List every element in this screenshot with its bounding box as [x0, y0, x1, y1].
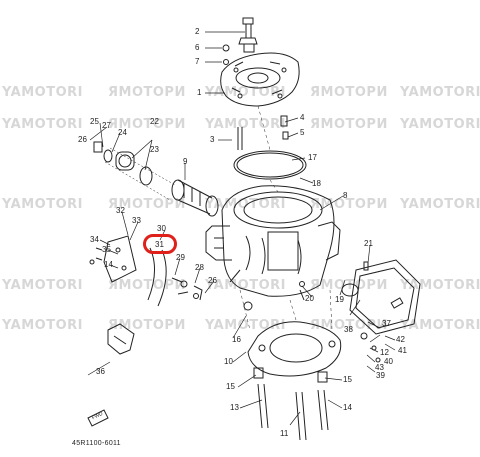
callout-19: 19 — [335, 295, 344, 304]
callout-34: 34 — [90, 235, 99, 244]
callout-16: 16 — [232, 335, 241, 344]
side-cover — [341, 259, 421, 363]
cylinder-head — [220, 52, 300, 107]
watermark: YAMOTORI — [2, 318, 83, 333]
watermark: YAMOTORI — [205, 85, 286, 100]
callout-22: 22 — [150, 117, 159, 126]
callout-26: 26 — [78, 135, 87, 144]
highlight-ring — [143, 234, 177, 254]
watermark: ЯМОТОРИ — [108, 197, 186, 212]
watermark: ЯМОТОРИ — [310, 278, 388, 293]
callout-23: 23 — [150, 145, 159, 154]
callout-24: 24 — [118, 128, 127, 137]
dowel — [317, 371, 328, 383]
callout-39: 39 — [376, 371, 385, 380]
watermark: YAMOTORI — [2, 197, 83, 212]
callout-10: 10 — [224, 357, 233, 366]
callout-1: 1 — [197, 88, 202, 97]
callout-30: 30 — [157, 224, 166, 233]
watermark: YAMOTORI — [400, 117, 480, 132]
callout-41: 41 — [398, 346, 407, 355]
callout-31: 31 — [155, 240, 164, 249]
callout-11: 11 — [280, 429, 289, 438]
watermark: ЯМОТОРИ — [310, 117, 388, 132]
dowel — [253, 367, 264, 379]
callout-14: 14 — [104, 260, 113, 269]
callout-8: 8 — [343, 191, 348, 200]
link-rod — [147, 247, 203, 307]
callout-9: 9 — [183, 157, 188, 166]
callout-6: 6 — [195, 43, 200, 52]
watermark: YAMOTORI — [400, 318, 480, 333]
intake-tube — [171, 179, 219, 217]
spark-plug — [238, 17, 258, 53]
callout-28: 28 — [195, 263, 204, 272]
callout-26b: 26 — [208, 276, 217, 285]
callout-38: 38 — [344, 325, 353, 334]
callout-29: 29 — [176, 253, 185, 262]
callout-32: 32 — [116, 206, 125, 215]
fwd-arrow-icon — [87, 409, 109, 427]
callout-2: 2 — [195, 27, 200, 36]
watermark: YAMOTORI — [205, 278, 286, 293]
callout-7: 7 — [195, 57, 200, 66]
callout-3: 3 — [210, 135, 215, 144]
watermark: YAMOTORI — [400, 278, 480, 293]
watermark: YAMOTORI — [400, 197, 480, 212]
callout-13: 13 — [230, 403, 239, 412]
watermark: ЯМОТОРИ — [310, 197, 388, 212]
head-gasket — [233, 150, 307, 180]
watermark: ЯМОТОРИ — [310, 318, 388, 333]
watermark: ЯМОТОРИ — [310, 85, 388, 100]
valve-cover-parts — [93, 141, 176, 201]
watermark: ЯМОТОРИ — [108, 278, 186, 293]
callout-21: 21 — [364, 239, 373, 248]
cylinder-block — [205, 185, 341, 301]
bracket — [107, 323, 135, 355]
diagram-code: 45R1100-6011 — [72, 440, 121, 447]
callout-14b: 14 — [343, 403, 352, 412]
watermark: YAMOTORI — [205, 318, 286, 333]
watermark: YAMOTORI — [2, 85, 83, 100]
callout-15a: 15 — [226, 382, 235, 391]
watermark: YAMOTORI — [2, 117, 83, 132]
callout-36: 36 — [96, 367, 105, 376]
callout-43: 43 — [375, 363, 384, 372]
callout-25: 25 — [90, 117, 99, 126]
callout-15b: 15 — [343, 375, 352, 384]
callout-33: 33 — [132, 216, 141, 225]
callout-27: 27 — [102, 121, 111, 130]
callout-37: 37 — [382, 319, 391, 328]
callout-12: 12 — [380, 348, 389, 357]
callout-4: 4 — [300, 113, 305, 122]
watermark: YAMOTORI — [2, 278, 83, 293]
callout-35: 35 — [102, 245, 111, 254]
callout-40: 40 — [384, 357, 393, 366]
callout-18: 18 — [312, 179, 321, 188]
watermark: ЯМОТОРИ — [108, 117, 186, 132]
watermark: YAMOTORI — [205, 197, 286, 212]
watermark: ЯМОТОРИ — [108, 85, 186, 100]
callout-42: 42 — [396, 335, 405, 344]
cover-plate — [89, 235, 137, 283]
callout-5: 5 — [300, 128, 305, 137]
callout-20: 20 — [305, 294, 314, 303]
watermark: YAMOTORI — [400, 85, 480, 100]
watermark: YAMOTORI — [205, 117, 286, 132]
leader-lines — [87, 31, 396, 426]
callout-17: 17 — [308, 153, 317, 162]
